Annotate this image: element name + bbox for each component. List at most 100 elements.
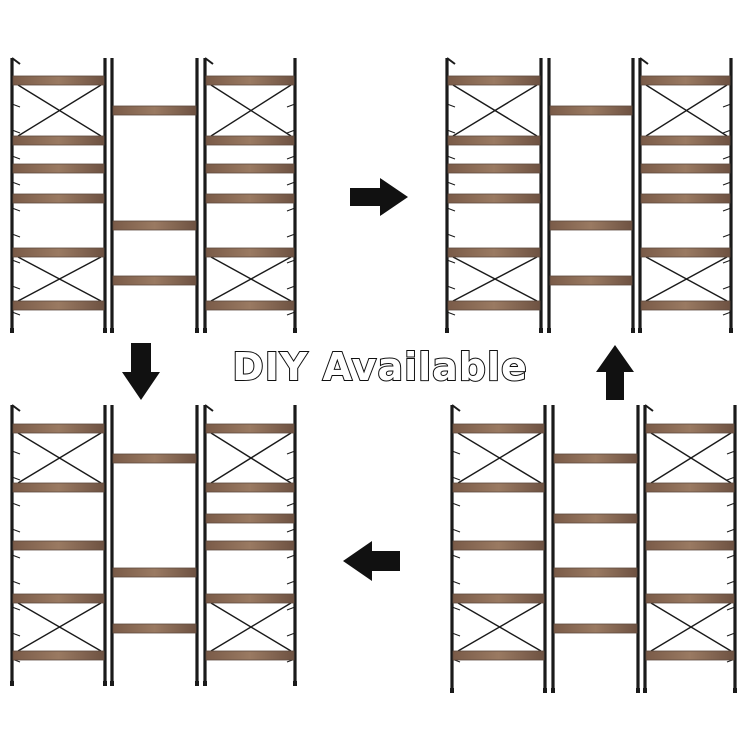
ladder-rung <box>726 450 736 455</box>
shelf-foot <box>450 688 454 693</box>
shelf-foot <box>551 688 555 693</box>
shelf-board <box>553 513 638 524</box>
shelf-foot <box>631 328 635 333</box>
cross-brace <box>17 84 102 137</box>
cross-brace <box>650 602 732 652</box>
shelf-board <box>447 163 541 174</box>
ladder-rung <box>11 476 21 481</box>
shelf-board <box>12 593 105 604</box>
shelf-board <box>112 453 197 464</box>
ladder-rung <box>11 103 21 108</box>
shelf-board <box>112 567 197 578</box>
ladder-rung <box>286 155 296 160</box>
arrow-left-icon <box>343 541 400 581</box>
ladder-rung <box>446 181 456 186</box>
shelf-board <box>205 540 295 551</box>
ladder-rung <box>11 207 21 212</box>
arrow-down-icon <box>122 343 160 400</box>
cross-brace <box>457 602 542 652</box>
ladder-rung <box>286 207 296 212</box>
cross-brace <box>17 602 102 652</box>
shelf-board <box>447 75 541 86</box>
ladder-rung <box>286 632 296 637</box>
ladder-rung <box>286 476 296 481</box>
ladder-rung <box>11 285 21 290</box>
shelf-board <box>640 247 731 258</box>
post-cap <box>639 57 649 65</box>
post-cap <box>204 404 214 412</box>
ladder-rung <box>11 181 21 186</box>
ladder-rung <box>11 311 21 316</box>
ladder-rung <box>11 528 21 533</box>
shelf-foot <box>203 328 207 333</box>
ladder-rung <box>11 554 21 559</box>
ladder-rung <box>446 155 456 160</box>
ladder-rung <box>11 155 21 160</box>
shelf-board <box>12 423 105 434</box>
shelf-board <box>12 75 105 86</box>
shelf-board <box>640 193 731 204</box>
ladder-rung <box>722 181 732 186</box>
shelf-board <box>205 650 295 661</box>
shelf-board <box>452 423 545 434</box>
shelf-foot <box>547 328 551 333</box>
shelf-board <box>549 220 633 231</box>
shelf-board <box>205 247 295 258</box>
shelf-board <box>549 105 633 116</box>
shelf-foot <box>103 328 107 333</box>
ladder-rung <box>446 129 456 134</box>
shelf-board <box>205 423 295 434</box>
shelf-foot <box>543 688 547 693</box>
ladder-rung <box>451 528 461 533</box>
cross-brace <box>17 432 102 484</box>
shelf-board <box>12 540 105 551</box>
cross-brace <box>645 84 728 137</box>
ladder-rung <box>286 606 296 611</box>
ladder-rung <box>446 259 456 264</box>
shelf-board <box>205 513 295 524</box>
shelf-board <box>205 300 295 311</box>
cross-brace <box>452 84 538 137</box>
ladder-rung <box>726 606 736 611</box>
ladder-rung <box>286 528 296 533</box>
cross-brace <box>210 432 292 484</box>
shelf-board <box>205 75 295 86</box>
post-cap <box>204 57 214 65</box>
ladder-rung <box>11 129 21 134</box>
ladder-rung <box>451 632 461 637</box>
arrow-up-icon <box>596 345 634 400</box>
ladder-rung <box>451 450 461 455</box>
ladder-rung <box>451 502 461 507</box>
shelf-board <box>12 300 105 311</box>
post-cap <box>11 57 21 65</box>
shelf-board <box>640 300 731 311</box>
ladder-rung <box>722 103 732 108</box>
shelf-board <box>640 75 731 86</box>
shelf-board <box>553 567 638 578</box>
shelf-foot <box>729 328 733 333</box>
ladder-rung <box>451 606 461 611</box>
shelf-board <box>640 163 731 174</box>
shelf-board <box>645 423 735 434</box>
shelf-board <box>12 193 105 204</box>
cross-brace <box>457 432 542 484</box>
ladder-rung <box>286 129 296 134</box>
shelf-foot <box>293 328 297 333</box>
shelf-board <box>205 482 295 493</box>
shelf-board <box>645 593 735 604</box>
cross-brace <box>650 432 732 484</box>
ladder-rung <box>11 259 21 264</box>
shelf-board <box>452 650 545 661</box>
shelf-board <box>447 300 541 311</box>
shelf-board <box>205 193 295 204</box>
shelf-board <box>645 482 735 493</box>
ladder-rung <box>286 450 296 455</box>
shelf-board <box>112 275 197 286</box>
cross-brace <box>452 256 538 302</box>
post-cap <box>451 404 461 412</box>
ladder-rung <box>722 207 732 212</box>
ladder-rung <box>726 528 736 533</box>
shelf-board <box>452 540 545 551</box>
ladder-rung <box>722 259 732 264</box>
arrow-right-icon <box>350 178 408 216</box>
